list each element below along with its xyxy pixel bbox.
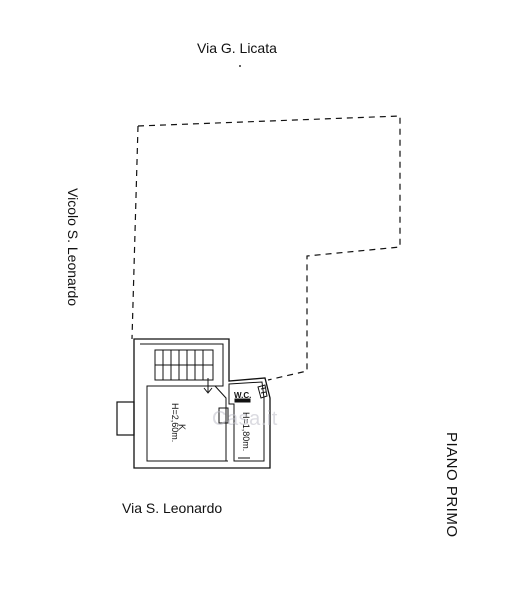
street-label-left: Vicolo S. Leonardo [65, 188, 81, 307]
plan-title: PIANO PRIMO [443, 432, 460, 538]
kitchen-height: H=2,60m. [170, 403, 180, 443]
wc-label: W.C. [234, 391, 252, 400]
building-inner-wall [140, 343, 228, 462]
watermark: Casa.it [212, 408, 278, 430]
kitchen-wall [146, 385, 227, 462]
street-label-top: Via G. Licata [197, 40, 277, 56]
staircase [154, 349, 214, 394]
property-boundary [131, 115, 401, 381]
wc-room [218, 381, 268, 462]
scan-speck [239, 65, 241, 67]
balcony [116, 401, 135, 436]
building-outer-wall [133, 338, 271, 469]
street-label-bottom: Via S. Leonardo [122, 500, 223, 516]
